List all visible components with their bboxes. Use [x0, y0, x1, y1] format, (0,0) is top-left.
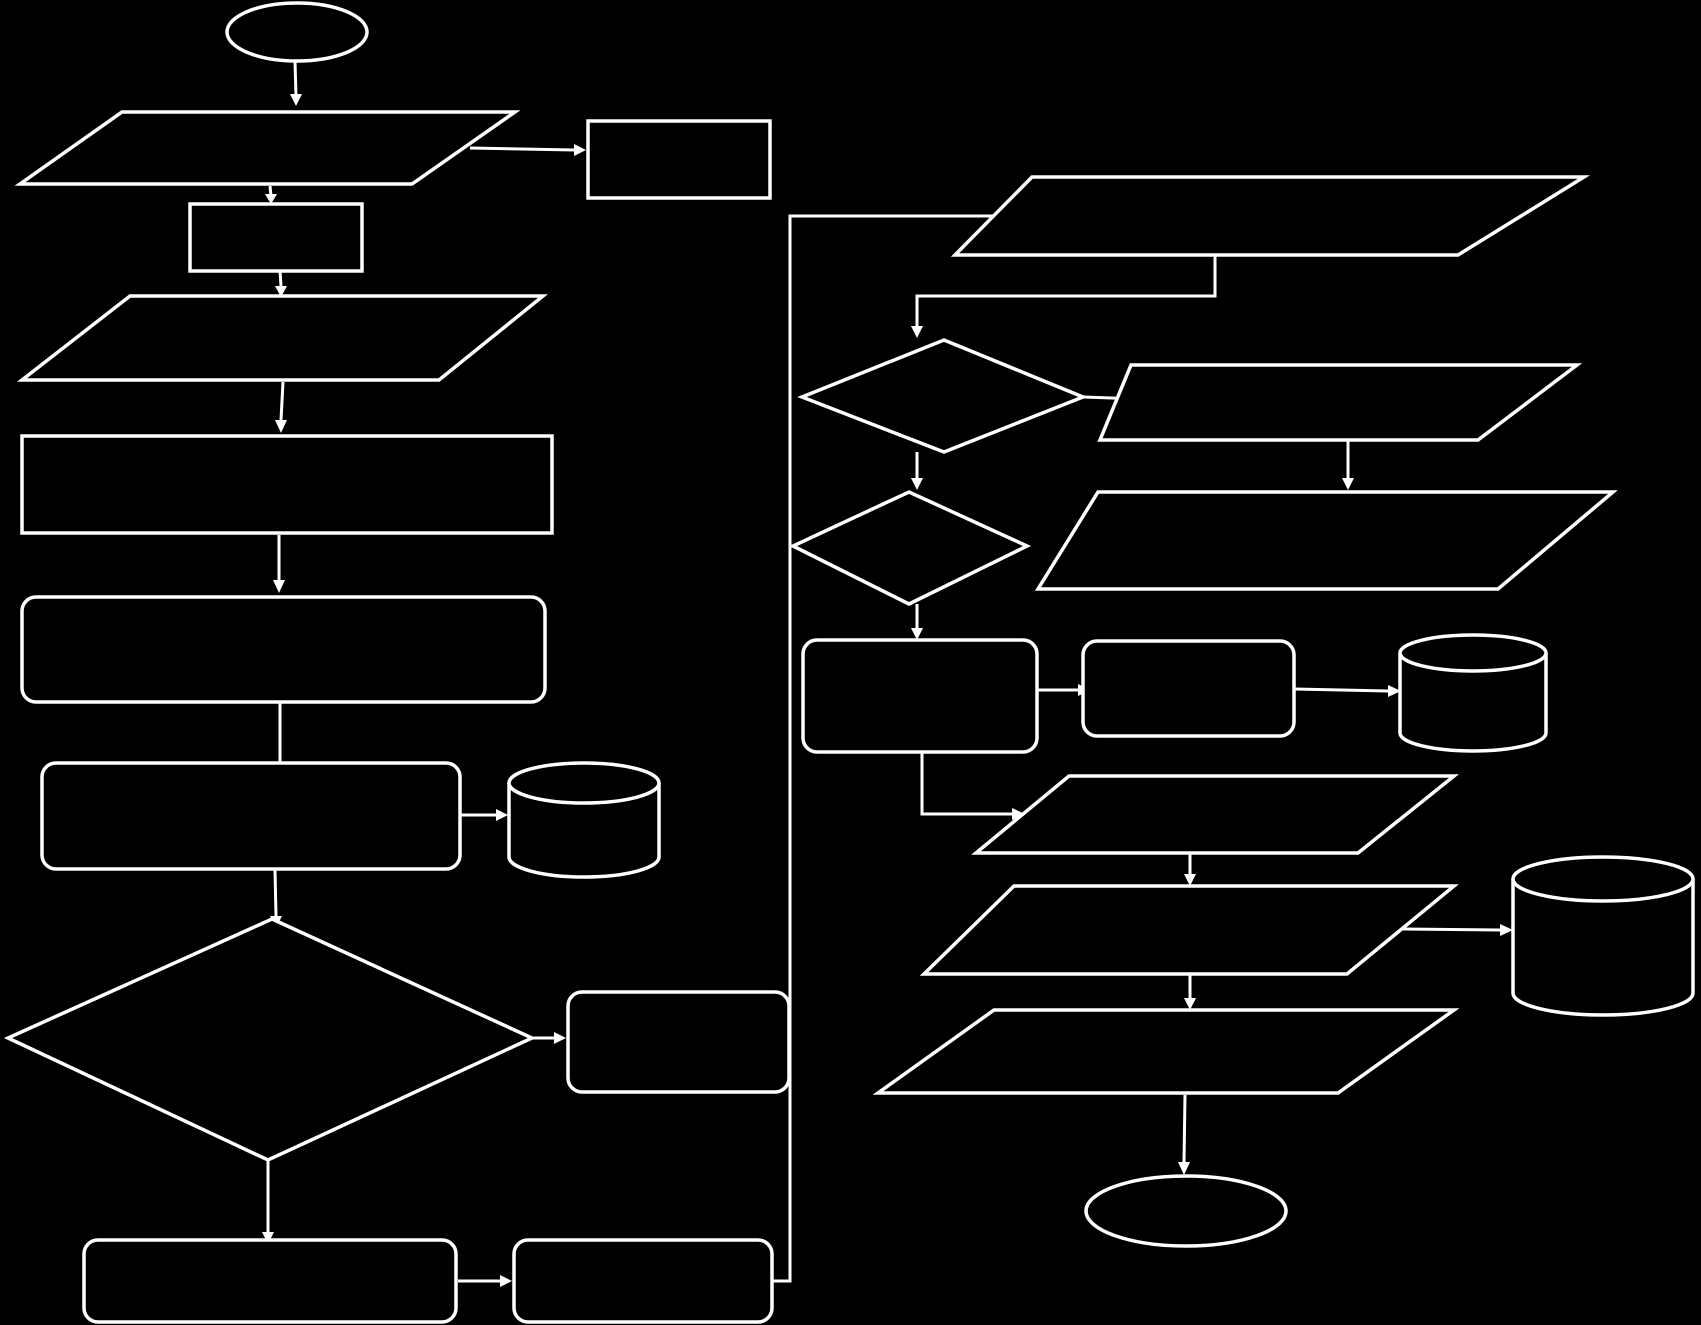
decision-diamond-1 — [797, 338, 1088, 454]
data-parallelogram-right-5 — [872, 1008, 1460, 1095]
arrowhead — [911, 478, 923, 490]
arrowhead — [1342, 478, 1354, 490]
arrowhead — [290, 94, 302, 106]
database-cylinder-3 — [1511, 855, 1695, 1017]
left-column-nodes — [3, 1, 791, 1324]
arrowhead — [911, 326, 923, 338]
rounded-process-4 — [82, 1238, 458, 1324]
edge-rounded-to-decision — [273, 869, 278, 917]
data-parallelogram-right-3 — [971, 774, 1459, 855]
rounded-process-5 — [512, 1238, 774, 1324]
start-terminator — [225, 1, 369, 63]
right-column-nodes — [788, 175, 1695, 1248]
decision-diamond-large — [3, 917, 537, 1162]
arrowhead — [574, 144, 586, 156]
arrowhead — [275, 420, 287, 433]
data-parallelogram-right-4 — [919, 884, 1459, 976]
end-terminator — [1084, 1174, 1288, 1248]
side-process-box — [586, 119, 772, 200]
connectors — [262, 61, 1513, 1287]
arrowhead — [262, 1232, 274, 1244]
arrowhead — [1184, 874, 1196, 886]
edge-data-to-end — [1182, 1094, 1187, 1163]
edge-top-data-to-decision — [915, 255, 1217, 326]
arrowhead — [275, 286, 287, 297]
arrowhead — [1012, 808, 1025, 820]
small-process-box — [188, 202, 364, 273]
arrowhead — [1500, 924, 1513, 936]
edge-start-to-input — [293, 61, 298, 97]
rounded-process-right-1 — [801, 638, 1039, 754]
edge-data-to-process — [279, 381, 285, 421]
rounded-process-2 — [40, 761, 462, 871]
data-parallelogram-right-1 — [1097, 363, 1583, 442]
rounded-process-3 — [566, 990, 791, 1094]
rounded-process-1 — [20, 595, 547, 704]
arrowhead — [911, 628, 923, 640]
top-right-data-parallelogram — [950, 175, 1591, 257]
arrowhead — [554, 1032, 566, 1044]
arrowhead — [1184, 998, 1196, 1010]
arrowhead — [1388, 685, 1401, 697]
edge-input-to-side-box — [469, 146, 575, 152]
wide-process-box — [20, 434, 554, 535]
edge-data-to-database-lower — [1402, 927, 1501, 932]
arrowhead — [500, 1275, 512, 1287]
arrowhead — [496, 809, 508, 821]
decision-diamond-2 — [788, 490, 1032, 606]
arrowhead — [273, 580, 285, 593]
rounded-process-right-2 — [1081, 639, 1296, 738]
database-cylinder-1 — [507, 761, 661, 879]
database-cylinder-2 — [1398, 633, 1548, 753]
arrowhead — [265, 194, 277, 204]
edge-loop-to-top-right-data — [772, 214, 1002, 1283]
arrowhead — [1178, 1162, 1190, 1175]
input-data-parallelogram — [14, 110, 521, 186]
edge-rounded-to-database-right — [1293, 687, 1389, 693]
edge-rounded-to-data-lower — [920, 753, 1012, 816]
data-parallelogram-2 — [16, 294, 548, 382]
edge-small-box-to-data — [278, 270, 283, 287]
data-parallelogram-right-2 — [1034, 490, 1618, 591]
